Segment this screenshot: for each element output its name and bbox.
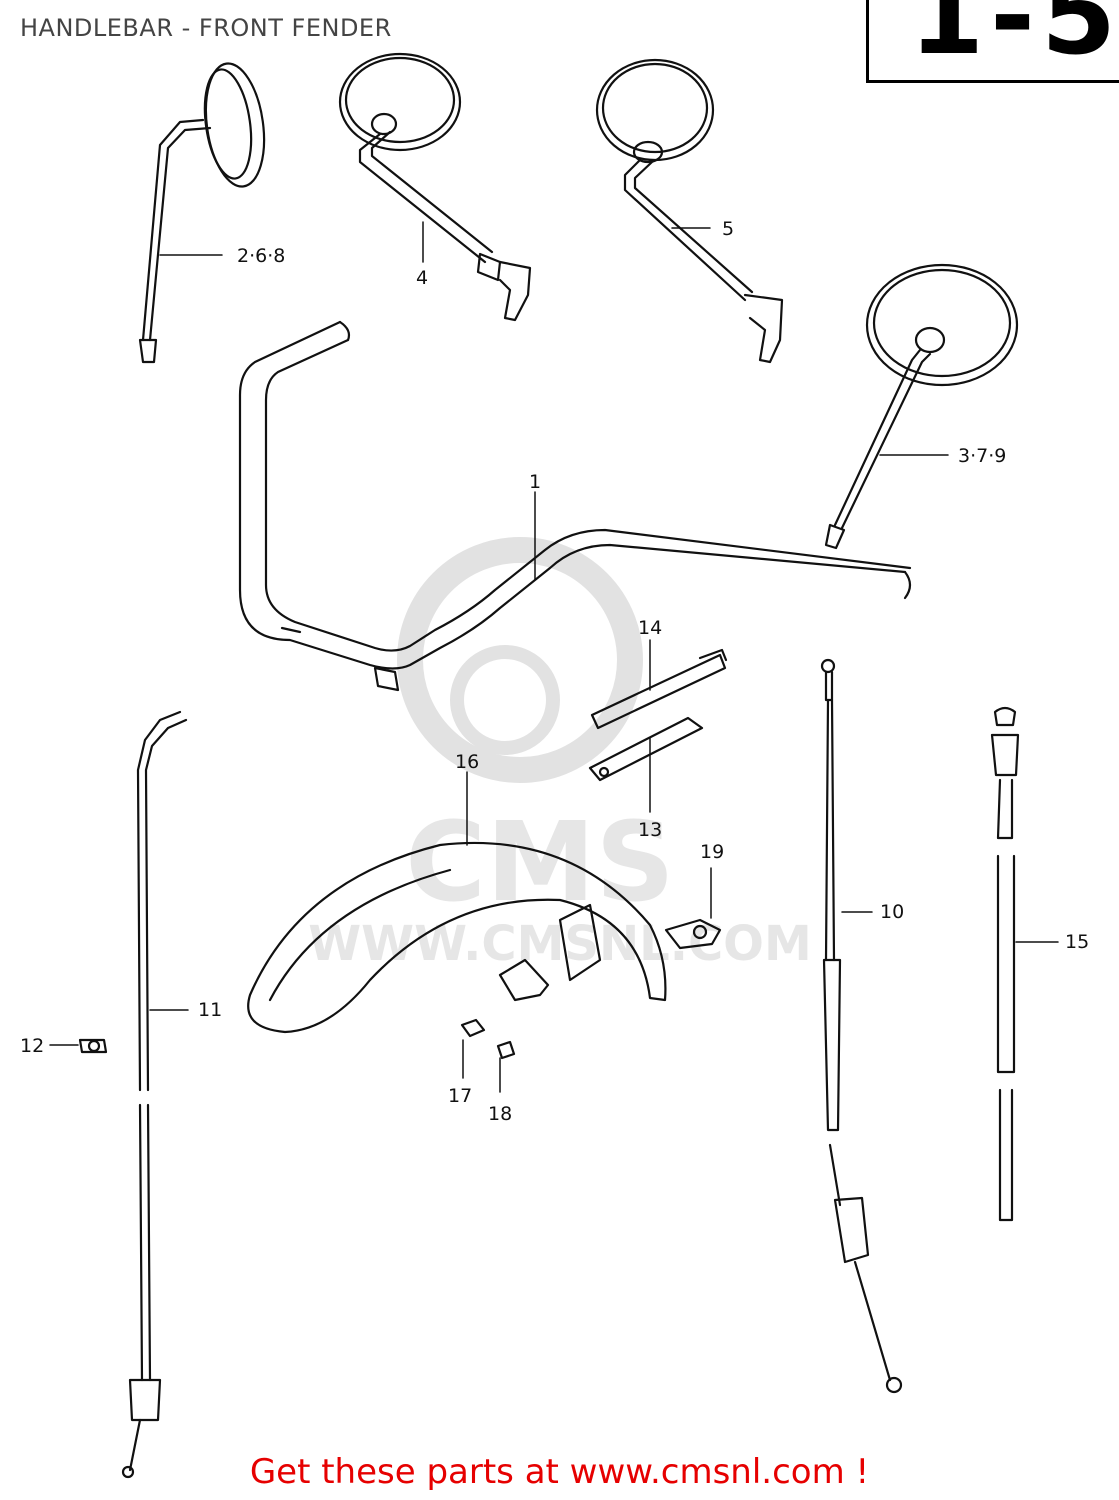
strap-13 (588, 716, 704, 782)
callout-17: 17 (448, 1085, 472, 1107)
callout-11: 11 (198, 999, 222, 1021)
watermark: CMS WWW.CMSNL.COM (308, 537, 812, 972)
bracket-19 (664, 918, 722, 950)
callout-10: 10 (880, 901, 904, 923)
callout-labels: 2·6·8 4 5 3·7·9 1 14 13 16 19 10 15 11 1… (20, 218, 1089, 1125)
callout-15: 15 (1065, 931, 1089, 953)
callout-13: 13 (638, 819, 662, 841)
mirror-right (824, 263, 1019, 550)
leader-lines (49, 221, 1059, 1093)
callout-12: 12 (20, 1035, 44, 1057)
front-fender (247, 841, 667, 1034)
cable-11 (121, 710, 188, 1479)
callout-1: 1 (529, 471, 541, 493)
clamp-12 (78, 1038, 108, 1054)
callout-2-6-8: 2·6·8 (237, 245, 285, 267)
mirror-left (138, 62, 266, 364)
mirror-4 (338, 52, 532, 322)
callout-3-7-9: 3·7·9 (958, 445, 1006, 467)
callout-4: 4 (416, 267, 428, 289)
footer-promo[interactable]: Get these parts at www.cmsnl.com ! (249, 1452, 870, 1492)
mirror-5 (595, 58, 784, 364)
page-number-box: 1-5 (866, 0, 1119, 83)
cable-15 (990, 706, 1020, 1222)
page-title: HANDLEBAR - FRONT FENDER (20, 14, 392, 42)
handlebar (238, 320, 912, 692)
callout-19: 19 (700, 841, 724, 863)
bolt-17 (460, 1018, 486, 1038)
cable-10 (820, 658, 903, 1394)
callout-18: 18 (488, 1103, 512, 1125)
page-number: 1-5 (909, 0, 1119, 79)
nut-18 (496, 1040, 516, 1060)
callout-5: 5 (722, 218, 734, 240)
callout-16: 16 (455, 751, 479, 773)
callout-14: 14 (638, 617, 662, 639)
strap-14 (590, 648, 728, 730)
